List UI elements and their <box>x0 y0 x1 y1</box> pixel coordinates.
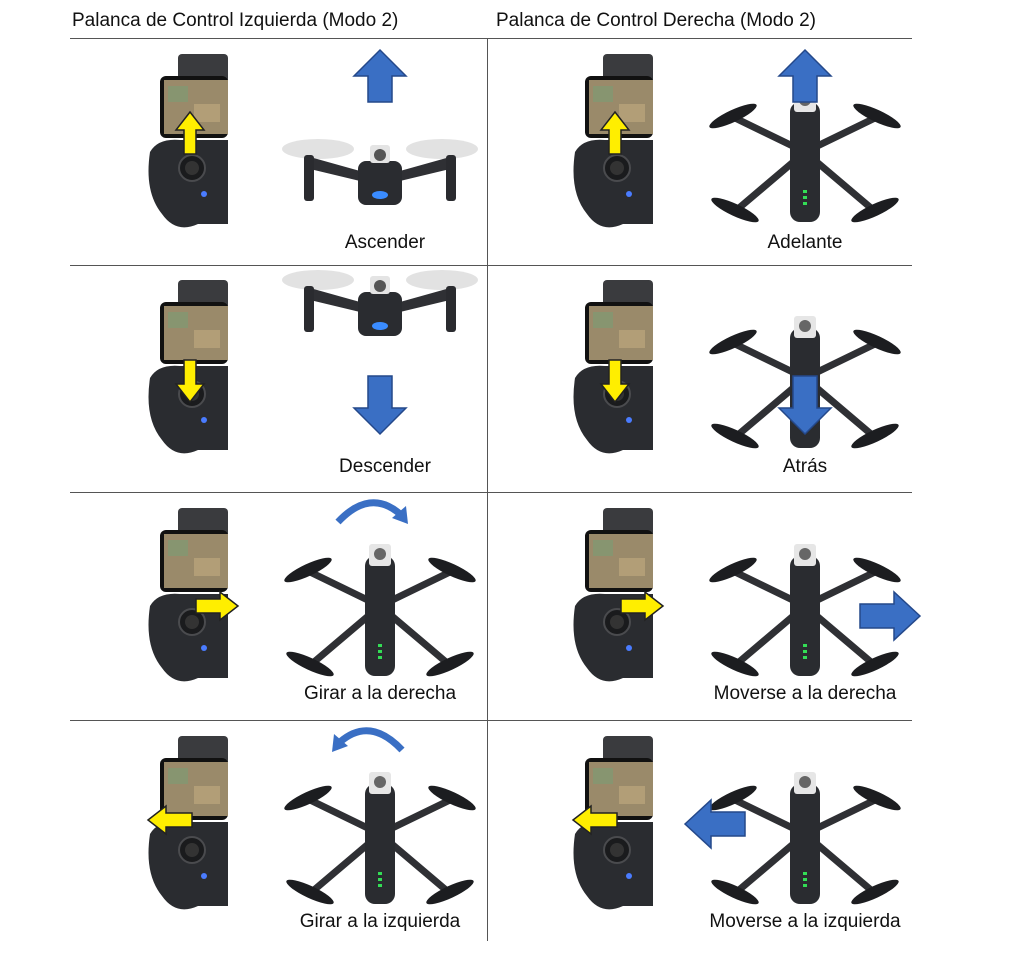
divider <box>70 492 912 493</box>
cell-illustration <box>571 736 901 910</box>
controller-image <box>573 280 653 454</box>
cell-illustration <box>573 280 901 454</box>
stick-arrow-down <box>599 359 631 404</box>
action-caption: Ascender <box>344 232 426 253</box>
stick-arrow-left <box>571 804 618 836</box>
column-divider <box>487 38 488 941</box>
action-caption: Adelante <box>767 232 843 253</box>
left-column-header: Palanca de Control Izquierda (Modo 2) <box>72 10 399 31</box>
move-arrow-up <box>777 48 833 103</box>
cell-right-1: Adelante <box>505 42 901 257</box>
action-caption: Moverse a la derecha <box>713 683 897 704</box>
controller-image <box>148 508 228 682</box>
drone-top-image <box>709 772 901 905</box>
drone-top-image <box>284 772 476 905</box>
drone-top-image <box>709 90 901 223</box>
action-caption: Atrás <box>782 456 828 477</box>
stick-arrow-left <box>146 804 193 836</box>
action-caption: Girar a la derecha <box>303 683 457 704</box>
controller-image <box>148 736 228 910</box>
divider <box>70 265 912 266</box>
cell-illustration <box>573 508 922 682</box>
move-arrow-down <box>352 375 408 436</box>
action-caption: Girar a la izquierda <box>299 911 461 932</box>
cell-illustration <box>148 48 478 228</box>
cell-left-4: Girar a la izquierda <box>80 724 476 939</box>
move-arrow-down <box>777 375 833 436</box>
cell-illustration <box>573 48 901 228</box>
cell-right-4: Moverse a la izquierda <box>505 724 901 939</box>
cell-left-2: Descender <box>80 268 478 483</box>
cell-right-3: Moverse a la derecha <box>505 496 922 711</box>
cell-illustration <box>146 727 476 910</box>
action-caption: Moverse a la izquierda <box>709 911 901 932</box>
action-caption: Descender <box>339 456 431 477</box>
cell-illustration <box>148 270 478 454</box>
cell-right-2: Atrás <box>505 268 901 483</box>
divider <box>70 38 912 39</box>
rotate-left-arrow <box>332 727 405 753</box>
divider <box>70 720 912 721</box>
cell-illustration <box>148 499 476 682</box>
move-arrow-left <box>683 798 746 850</box>
controller-image <box>573 508 653 682</box>
cell-left-1: Ascender <box>80 42 478 257</box>
move-arrow-up <box>352 48 408 103</box>
drone-top-image <box>709 544 901 677</box>
rotate-right-arrow <box>335 499 408 525</box>
drone-top-image <box>284 544 476 677</box>
right-column-header: Palanca de Control Derecha (Modo 2) <box>496 10 817 31</box>
stick-arrow-right <box>620 590 665 622</box>
controller-image <box>573 54 653 228</box>
move-arrow-right <box>859 590 922 642</box>
drone-front-image <box>282 139 478 205</box>
drone-front-image <box>282 270 478 336</box>
stick-arrow-up <box>599 110 631 155</box>
stick-arrow-right <box>195 590 240 622</box>
controller-image <box>573 736 653 910</box>
cell-left-3: Girar a la derecha <box>80 496 476 711</box>
stick-arrow-down <box>174 359 206 404</box>
stick-arrow-up <box>174 110 206 155</box>
